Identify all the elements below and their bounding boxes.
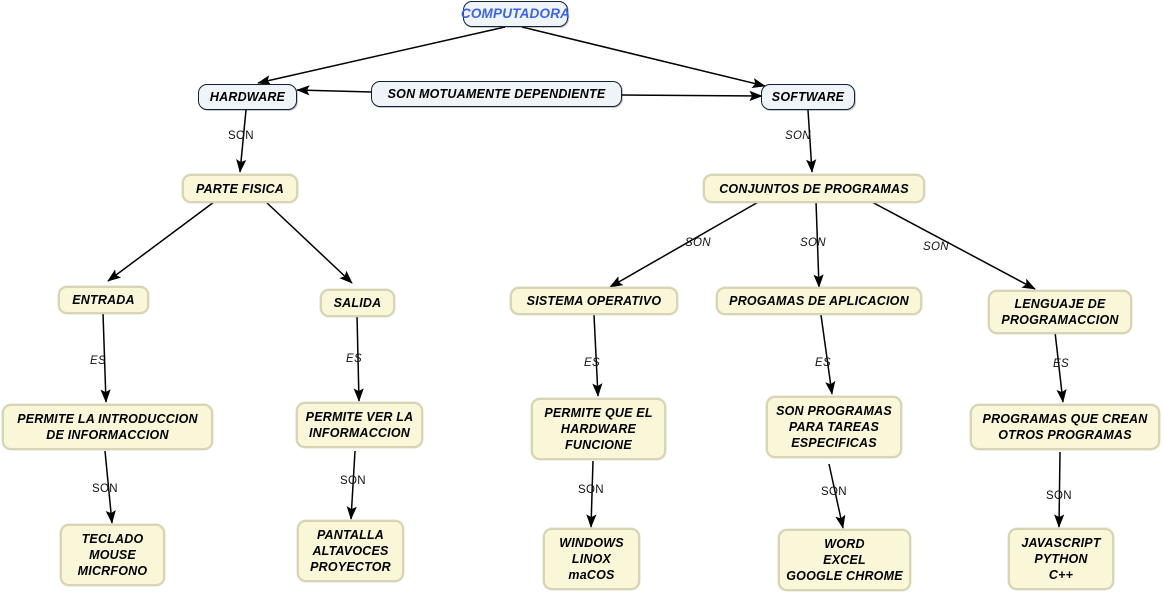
- edge-label-funcione-son: SON: [578, 484, 604, 496]
- edge-label-tareas-son: SON: [821, 486, 847, 498]
- edge-label-salida-es: ES: [346, 353, 362, 365]
- edge-label-sistema-operativo-son: SON: [685, 237, 711, 249]
- edge-label-aplicacion-son: SON: [800, 237, 826, 249]
- edge-label-crean-son: SON: [1046, 490, 1072, 502]
- edge-label-sistema-operativo-es: ES: [584, 357, 600, 369]
- node-hardware[interactable]: HARDWARE: [198, 84, 297, 110]
- edge-label-introduccion-son: SON: [92, 483, 118, 495]
- node-leaf-aplicaciones[interactable]: WORD EXCEL GOOGLE CHROME: [778, 529, 911, 591]
- edge-label-ver-son: SON: [340, 475, 366, 487]
- node-parte-fisica[interactable]: PARTE FISICA: [182, 174, 298, 203]
- node-progamas-de-aplicacion[interactable]: PROGAMAS DE APLICACION: [716, 287, 922, 315]
- node-computadora[interactable]: COMPUTADORA: [461, 1, 570, 27]
- node-entrada[interactable]: ENTRADA: [58, 286, 149, 314]
- node-permite-ver-la-informaccion[interactable]: PERMITE VER LA INFORMACCION: [296, 402, 423, 448]
- node-leaf-lenguajes[interactable]: JAVASCRIPT PYTHON C++: [1008, 528, 1114, 590]
- node-son-mutuamente-dependiente[interactable]: SON MOTUAMENTE DEPENDIENTE: [371, 81, 622, 107]
- edge-label-lenguaje-son: SON: [923, 241, 949, 253]
- edge-label-aplicacion-es: ES: [815, 357, 831, 369]
- edge-label-lenguaje-es: ES: [1053, 358, 1069, 370]
- node-son-programas-para-tareas-especificas[interactable]: SON PROGRAMAS PARA TAREAS ESPECIFICAS: [766, 396, 902, 458]
- node-permite-la-introduccion[interactable]: PERMITE LA INTRODUCCION DE INFORMACCION: [2, 404, 213, 450]
- edge-label-software-son: SON: [785, 130, 811, 142]
- node-leaf-sistemas-operativos[interactable]: WINDOWS LINOX maCOS: [543, 528, 640, 590]
- node-sistema-operativo[interactable]: SISTEMA OPERATIVO: [510, 287, 678, 315]
- node-programas-que-crean-otros-programas[interactable]: PROGRAMAS QUE CREAN OTROS PROGRAMAS: [970, 404, 1160, 450]
- node-conjuntos-de-programas[interactable]: CONJUNTOS DE PROGRAMAS: [703, 174, 925, 203]
- node-permite-que-el-hardware-funcione[interactable]: PERMITE QUE EL HARDWARE FUNCIONE: [531, 398, 666, 460]
- edge-label-hardware-son: SON: [228, 130, 254, 142]
- node-lenguaje-de-programaccion[interactable]: LENGUAJE DE PROGRAMACCION: [988, 290, 1132, 334]
- node-leaf-salida-dispositivos[interactable]: PANTALLA ALTAVOCES PROYECTOR: [297, 520, 404, 582]
- node-salida[interactable]: SALIDA: [320, 289, 395, 317]
- node-software[interactable]: SOFTWARE: [761, 84, 855, 110]
- node-leaf-entrada-dispositivos[interactable]: TECLADO MOUSE MICRFONO: [60, 524, 165, 586]
- edge-label-entrada-es: ES: [90, 355, 106, 367]
